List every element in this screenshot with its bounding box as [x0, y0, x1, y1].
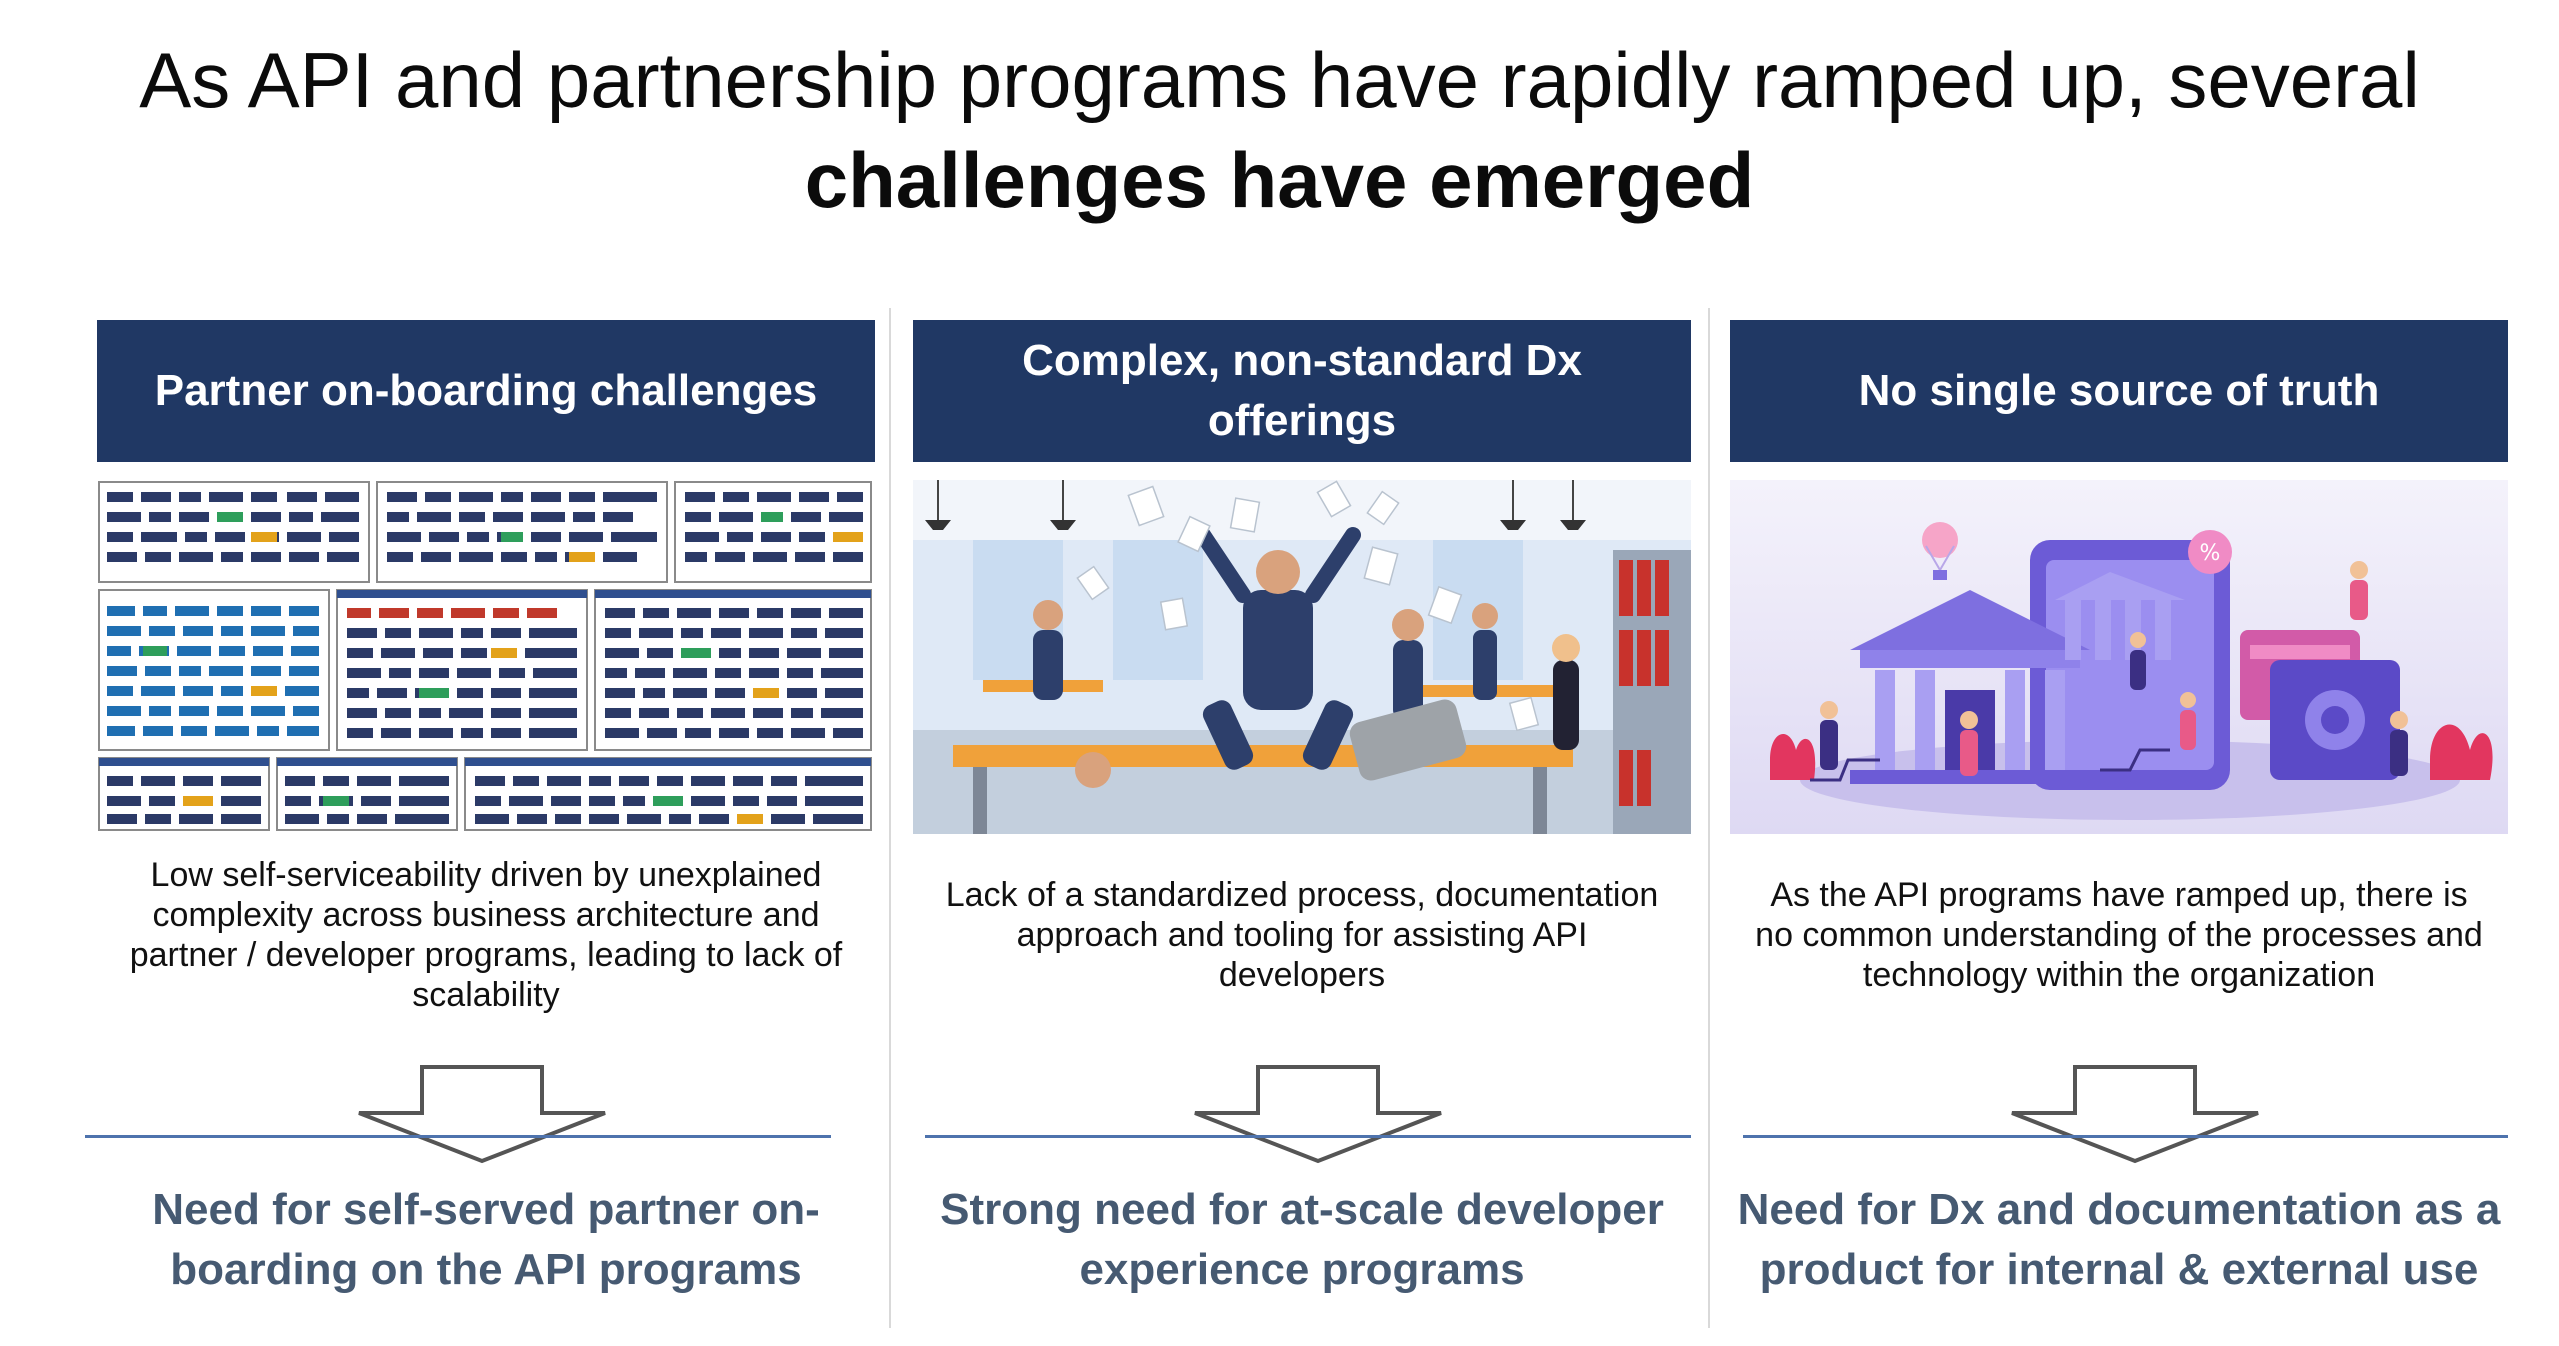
- column-description: As the API programs have ramped up, ther…: [1755, 876, 2483, 994]
- column-header: Complex, non-standard Dx offerings: [913, 320, 1691, 462]
- column-header: Partner on-boarding challenges: [97, 320, 875, 462]
- column-partner-onboarding: Partner on-boarding challenges: [85, 320, 875, 1330]
- column-description: Low self-serviceability driven by unexpl…: [129, 856, 843, 1014]
- down-arrow-icon: [2011, 1065, 2259, 1164]
- down-arrow-icon: [1194, 1065, 1442, 1164]
- column-description: Lack of a standardized process, document…: [945, 876, 1659, 994]
- column-header: No single source of truth: [1730, 320, 2508, 462]
- column-separator: [1708, 308, 1710, 1328]
- column-divider-line: [1743, 1135, 2508, 1138]
- column-separator: [889, 308, 891, 1328]
- down-arrow-icon: [358, 1065, 606, 1164]
- slide-title: As API and partnership programs have rap…: [0, 30, 2559, 230]
- column-divider-line: [925, 1135, 1691, 1138]
- chaotic-office-image: [913, 480, 1691, 834]
- column-divider-line: [85, 1135, 831, 1138]
- slide-title-line2: challenges have emerged: [804, 136, 1755, 224]
- svg-text:%: %: [2200, 541, 2221, 566]
- digital-banking-image: %: [1730, 480, 2508, 834]
- column-dx-offerings: Complex, non-standard Dx offerings: [913, 320, 1691, 1330]
- column-single-source-of-truth: No single source of truth: [1730, 320, 2508, 1330]
- column-need-statement: Strong need for at-scale developer exper…: [940, 1185, 1664, 1294]
- fintech-landscape-image: [97, 480, 875, 834]
- column-need-statement: Need for self-served partner on-boarding…: [152, 1185, 820, 1294]
- column-need-statement: Need for Dx and documentation as a produ…: [1737, 1185, 2501, 1294]
- slide-title-line1: As API and partnership programs have rap…: [139, 36, 2420, 124]
